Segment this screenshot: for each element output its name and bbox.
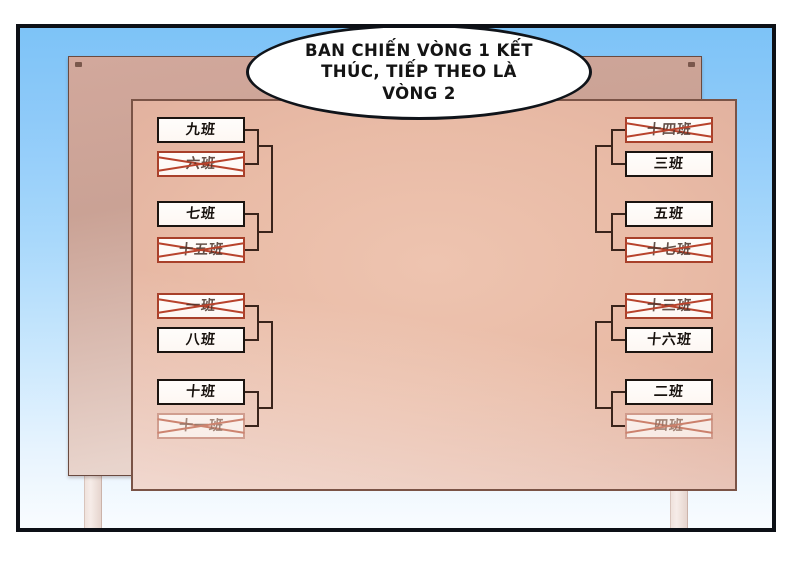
- bracket-connector: [611, 305, 613, 341]
- bracket-connector: [611, 391, 613, 427]
- bracket-connector: [595, 321, 611, 323]
- comic-panel: 九班 六班 七班 十五班: [16, 24, 776, 532]
- bracket-slot[interactable]: 五班: [625, 201, 713, 227]
- class-label: 十五班: [177, 242, 225, 258]
- bracket-slot-eliminated[interactable]: 四班: [625, 413, 713, 439]
- bracket-slot-eliminated[interactable]: 十五班: [157, 237, 245, 263]
- bracket-connector: [595, 145, 611, 147]
- bracket-board-frame: 九班 六班 七班 十五班: [68, 56, 737, 491]
- bracket-connector: [611, 129, 625, 131]
- bracket-connector: [271, 321, 273, 409]
- bracket-connector: [611, 213, 625, 215]
- bracket-slot[interactable]: 十六班: [625, 327, 713, 353]
- bracket-slot[interactable]: 七班: [157, 201, 245, 227]
- bracket-slot[interactable]: 八班: [157, 327, 245, 353]
- bracket-connector: [245, 249, 259, 251]
- class-label: 十一班: [177, 418, 225, 434]
- class-label: 十六班: [645, 332, 693, 348]
- bracket-connector: [611, 129, 613, 165]
- bracket-connector: [257, 305, 259, 341]
- bracket-slot[interactable]: 二班: [625, 379, 713, 405]
- bracket-slot-eliminated[interactable]: 十三班: [625, 293, 713, 319]
- bracket-connector: [245, 391, 259, 393]
- bracket-slot-eliminated[interactable]: 十四班: [625, 117, 713, 143]
- bracket-connector: [257, 391, 259, 427]
- bracket-connector: [595, 321, 597, 409]
- class-label: 五班: [653, 206, 685, 222]
- bracket-connector: [245, 129, 259, 131]
- screw-icon: [75, 62, 82, 67]
- bracket-connector: [245, 305, 259, 307]
- bracket-slot-eliminated[interactable]: 十七班: [625, 237, 713, 263]
- bracket-slot-eliminated[interactable]: 十一班: [157, 413, 245, 439]
- class-label: 一班: [185, 298, 217, 314]
- bracket-slot-eliminated[interactable]: 六班: [157, 151, 245, 177]
- bracket-connector: [611, 425, 625, 427]
- bracket-connector: [595, 145, 597, 233]
- bracket-board: 九班 六班 七班 十五班: [131, 99, 737, 491]
- bracket-connector: [245, 213, 259, 215]
- bracket-connector: [595, 231, 611, 233]
- bracket-connector: [611, 213, 613, 251]
- bracket-connector: [257, 321, 273, 323]
- bracket-slot[interactable]: 十班: [157, 379, 245, 405]
- bracket-connector: [611, 305, 625, 307]
- bracket-slot-eliminated[interactable]: 一班: [157, 293, 245, 319]
- bracket-connector: [595, 407, 611, 409]
- class-label: 十四班: [645, 122, 693, 138]
- class-label: 十三班: [645, 298, 693, 314]
- class-label: 十班: [185, 384, 217, 400]
- bracket-connector: [245, 425, 259, 427]
- class-label: 七班: [185, 206, 217, 222]
- bracket-connector: [257, 145, 273, 147]
- bracket-connector: [245, 339, 259, 341]
- bracket-connector: [257, 407, 273, 409]
- bracket-connector: [245, 163, 259, 165]
- class-label: 八班: [185, 332, 217, 348]
- bracket-connector: [257, 231, 273, 233]
- bracket-connector: [611, 249, 625, 251]
- class-label: 六班: [185, 156, 217, 172]
- bracket-connector: [611, 163, 625, 165]
- class-label: 二班: [653, 384, 685, 400]
- bracket-connector: [271, 145, 273, 233]
- class-label: 三班: [653, 156, 685, 172]
- bracket-connector: [611, 391, 625, 393]
- bracket-slot[interactable]: 九班: [157, 117, 245, 143]
- bracket-connector: [611, 339, 625, 341]
- bracket-connector: [257, 129, 259, 165]
- class-label: 十七班: [645, 242, 693, 258]
- screw-icon: [688, 62, 695, 67]
- class-label: 九班: [185, 122, 217, 138]
- bracket-slot[interactable]: 三班: [625, 151, 713, 177]
- class-label: 四班: [653, 418, 685, 434]
